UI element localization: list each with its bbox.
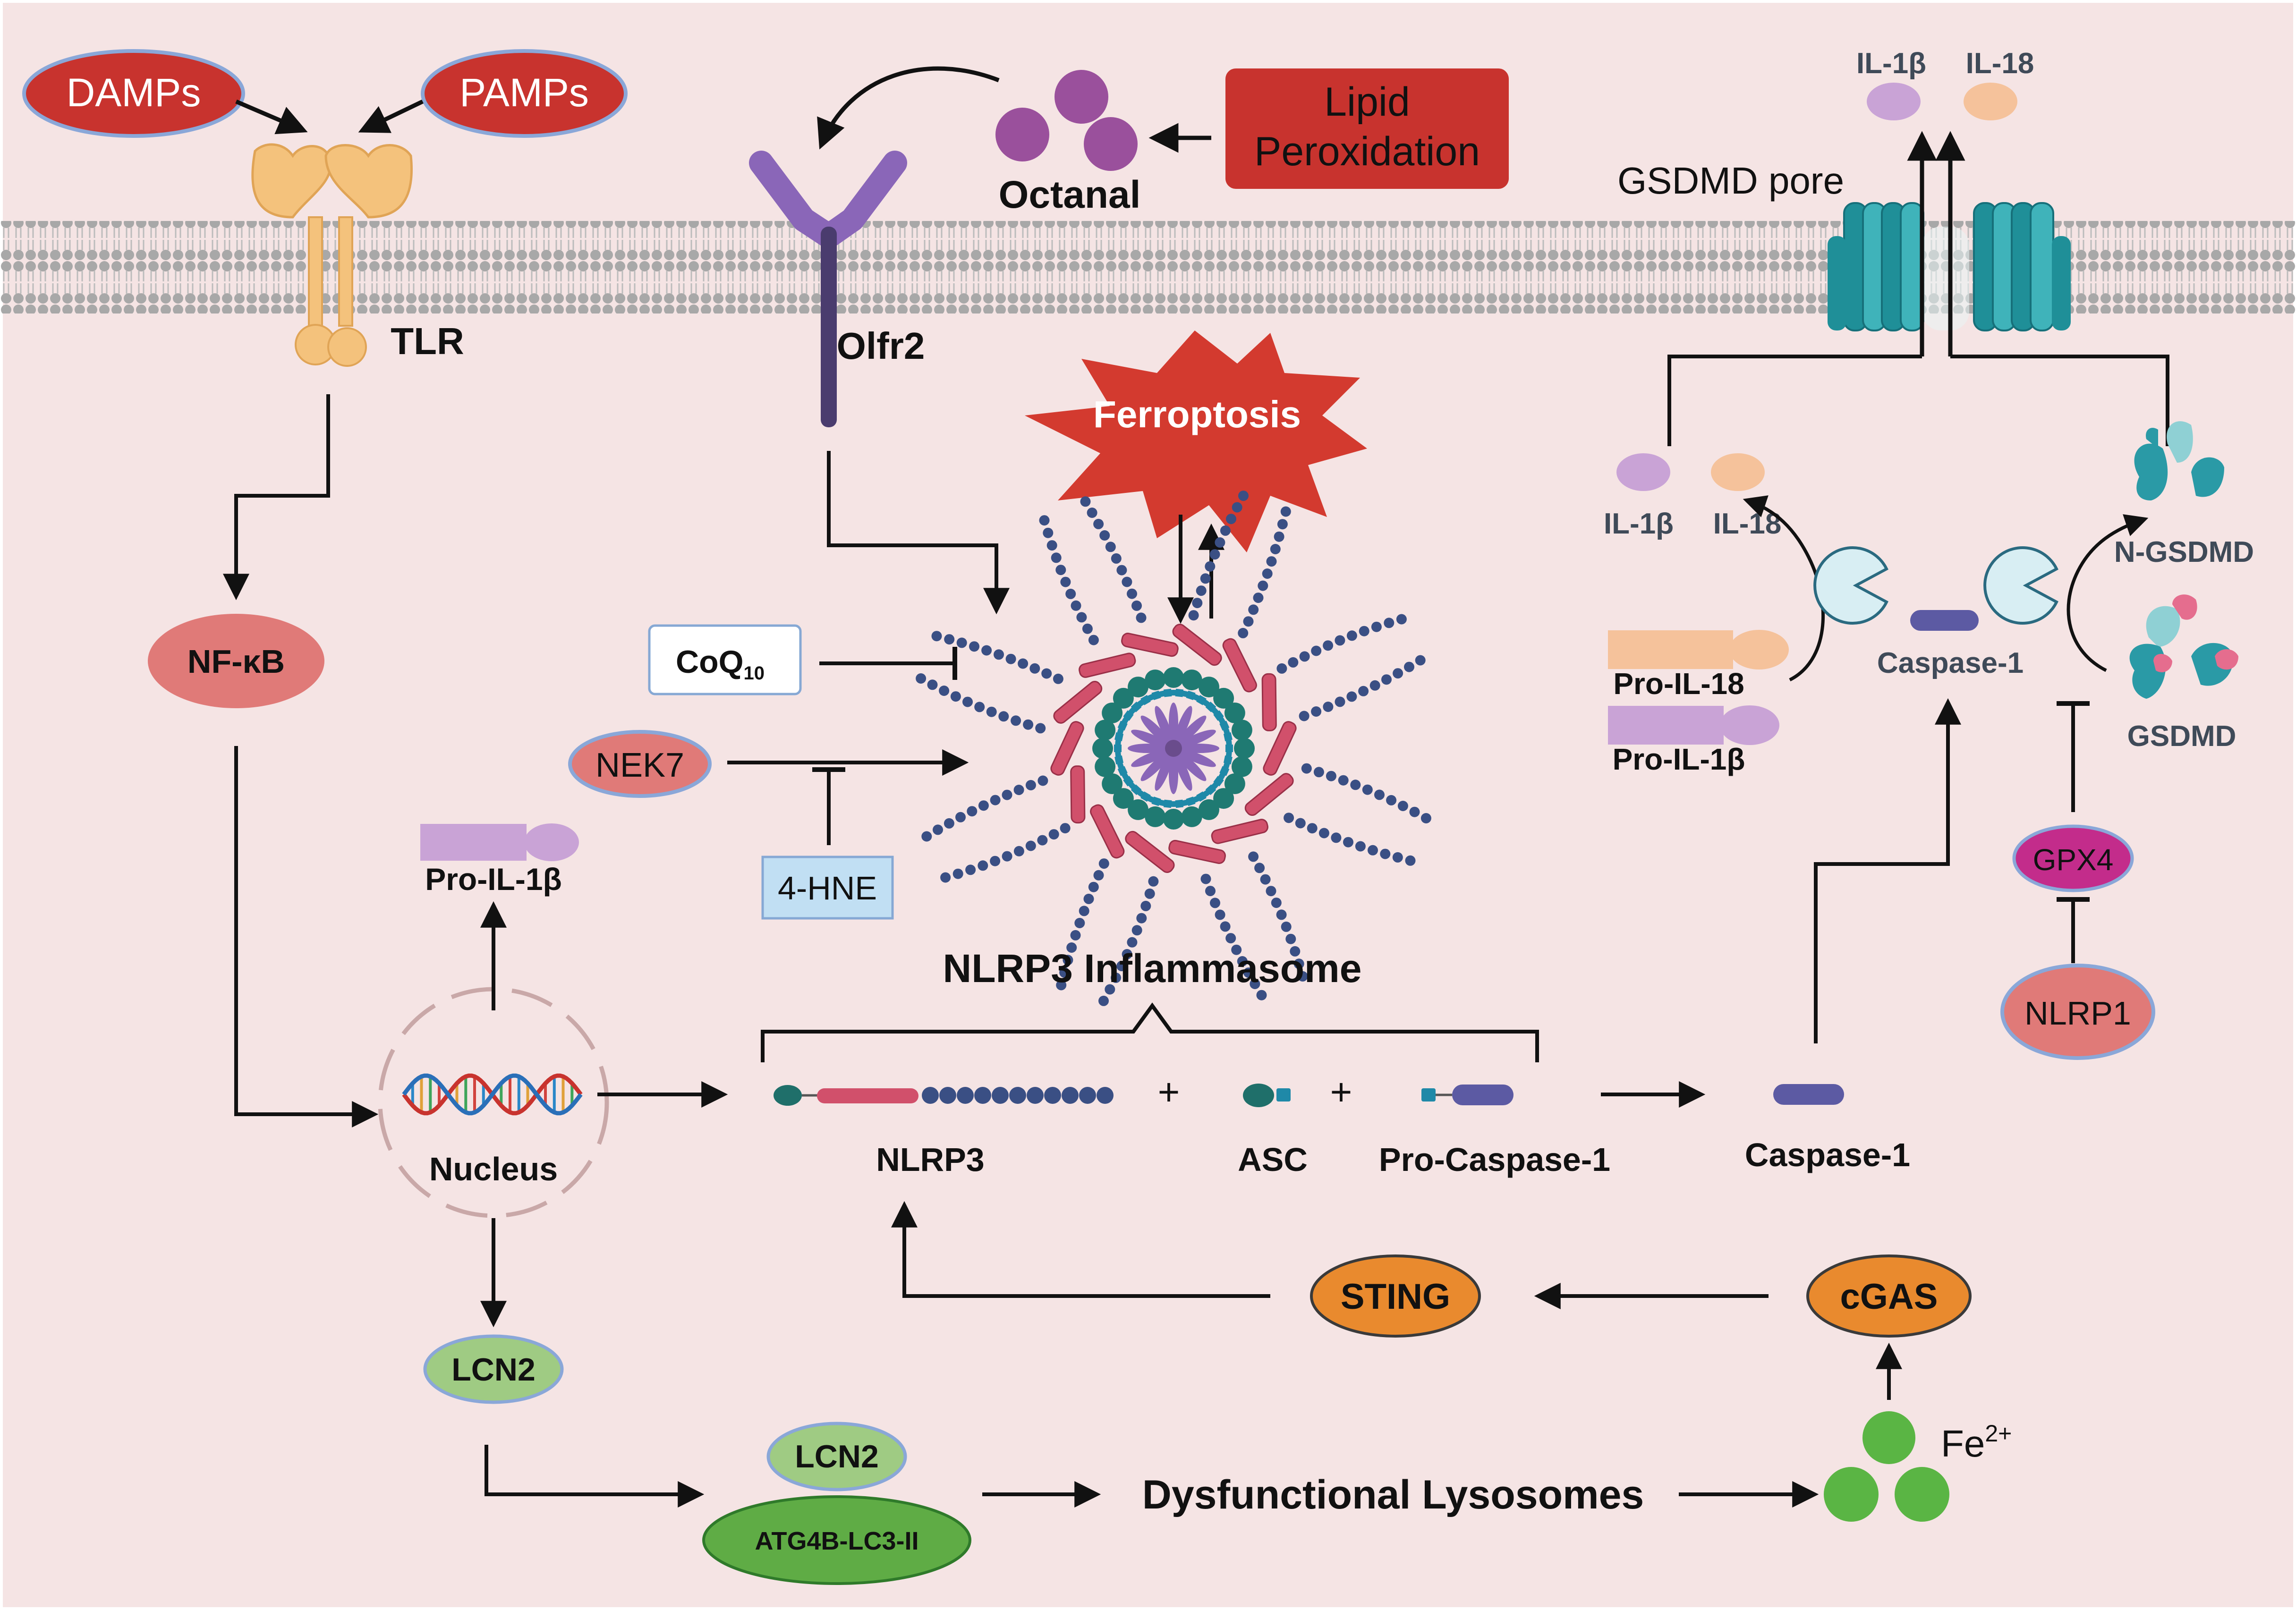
fe-label: Fe2+ (1941, 1420, 2012, 1465)
pro-caspase1-protein-icon (1421, 1085, 1514, 1105)
arrow-caspase-to-cleavage (1814, 698, 1961, 1043)
damps-label: DAMPs (67, 70, 201, 115)
lipid-label: Lipid (1324, 79, 1410, 125)
pro-il18-label: Pro-IL-18 (1613, 667, 1744, 701)
arrow-cleave-prointerleukins (1743, 495, 1825, 682)
nlrp3-inflammasome-label: NLRP3 Inflammasome (943, 946, 1362, 991)
coq10-label: CoQ (676, 644, 744, 680)
n-gsdmd-icon (2134, 421, 2224, 500)
lcn2-atg4b-complex: LCN2 ATG4B-LC3-II (702, 1422, 971, 1585)
il1b-top-label: IL-1β (1856, 47, 1926, 80)
tlr-receptor-icon (251, 143, 413, 367)
caspase1-right-label: Caspase-1 (1877, 647, 2024, 679)
cgas-label: cGAS (1840, 1277, 1938, 1317)
olfr2-receptor-icon (749, 151, 907, 427)
nlrp3-label: NLRP3 (876, 1141, 984, 1178)
pro-caspase1-label: Pro-Caspase-1 (1379, 1141, 1610, 1178)
n-gsdmd-label: N-GSDMD (2114, 536, 2254, 568)
pro-il1b-right-label: Pro-IL-1β (1613, 742, 1745, 776)
nek7-label: NEK7 (595, 746, 684, 784)
dna-icon (402, 1073, 583, 1116)
il18-mid-icon (1711, 453, 1765, 491)
gsdmd-pore-label: GSDMD pore (1617, 160, 1844, 202)
pro-il1b-right-icon (1608, 705, 1779, 745)
arrow-damps-tlr (235, 99, 308, 135)
nucleus-membrane (378, 987, 609, 1218)
arrow-pamps-tlr (358, 99, 424, 133)
il1b-top-icon (1867, 83, 1921, 120)
arrow-sting-nlrp3 (891, 1201, 1270, 1298)
coq10-subscript: 10 (744, 663, 765, 684)
arrow-cleave-gsdmd (2066, 514, 2149, 672)
nlrp1-node: NLRP1 (2000, 964, 2155, 1060)
il1b-mid-label: IL-1β (1604, 508, 1674, 540)
hne-box: 4-HNE (761, 856, 894, 920)
damps-node: DAMPs (22, 49, 245, 138)
nfkb-label: NF-κB (187, 643, 285, 680)
arrow-tlr-nfkb (223, 394, 330, 601)
lipid-peroxidation-box: Lipid Peroxidation (1225, 68, 1509, 189)
nlrp3-protein-icon (774, 1085, 1114, 1106)
tlr-label: TLR (391, 320, 464, 362)
caspase1-bottom-icon (1773, 1084, 1844, 1105)
lcn2-complex-label: LCN2 (795, 1439, 879, 1474)
coq10-box: CoQ10 (648, 624, 802, 695)
sting-node: STING (1310, 1254, 1481, 1338)
caspase1-bottom-label: Caspase-1 (1745, 1136, 1910, 1173)
nucleus-label: Nucleus (429, 1151, 558, 1187)
il18-top-icon (1964, 83, 2017, 120)
pamps-label: PAMPs (459, 70, 589, 115)
nfkb-node: NF-κB (148, 614, 324, 708)
plus-sign-1: + (1158, 1071, 1180, 1113)
asc-protein-icon (1243, 1084, 1291, 1107)
il1b-mid-icon (1616, 453, 1670, 491)
line-cytokines-to-pore (1667, 355, 1922, 446)
line-ngsdmd-to-pore (1950, 355, 2169, 446)
octanal-molecules-icon (995, 70, 1138, 171)
lcn2-node: LCN2 (423, 1334, 564, 1404)
pro-il1b-left-icon (420, 823, 579, 861)
gsdmd-icon (2129, 594, 2238, 699)
arrow-octanal-olfr2 (817, 66, 1000, 150)
cgas-node: cGAS (1806, 1254, 1972, 1338)
hne-label: 4-HNE (778, 870, 877, 907)
atg4b-label: ATG4B-LC3-II (755, 1527, 919, 1555)
il18-top-label: IL-18 (1966, 47, 2034, 80)
inflammasome-bracket (761, 1002, 1539, 1062)
ferroptosis-label: Ferroptosis (1093, 393, 1301, 435)
arrow-lcn2-complex (485, 1445, 705, 1508)
pamps-node: PAMPs (421, 49, 628, 138)
ferroptosis-burst-icon: Ferroptosis (1025, 330, 1367, 552)
peroxidation-label: Peroxidation (1254, 129, 1480, 174)
caspase-pacman-left-icon (1813, 546, 1888, 625)
arrow-nfkb-nucleus (234, 746, 379, 1127)
iron-ions-icon (1824, 1411, 1949, 1522)
octanal-label: Octanal (999, 173, 1141, 216)
gpx4-node: GPX4 (2012, 824, 2134, 892)
nlrp1-label: NLRP1 (2024, 995, 2131, 1032)
pro-il18-icon (1608, 630, 1789, 669)
asc-label: ASC (1238, 1141, 1308, 1178)
nek7-node: NEK7 (568, 730, 712, 798)
gpx4-label: GPX4 (2033, 843, 2114, 877)
arrow-olfr2-inflammasome (827, 451, 1010, 615)
gsdmd-pore-icon (1828, 202, 2071, 331)
svg-text:CoQ10: CoQ10 (676, 644, 765, 684)
gsdmd-label: GSDMD (2127, 720, 2236, 753)
pro-il1b-left-label: Pro-IL-1β (425, 862, 562, 897)
olfr2-label: Olfr2 (837, 325, 925, 367)
lcn2-label: LCN2 (451, 1352, 536, 1388)
plus-sign-2: + (1330, 1071, 1352, 1113)
dysfunctional-lysosomes-label: Dysfunctional Lysosomes (1142, 1472, 1644, 1517)
caspase1-right-icon (1910, 610, 1979, 631)
sting-label: STING (1341, 1277, 1450, 1317)
caspase-pacman-right-icon (1983, 546, 2058, 625)
nlrp3-inflammasome-icon (916, 491, 1431, 1006)
